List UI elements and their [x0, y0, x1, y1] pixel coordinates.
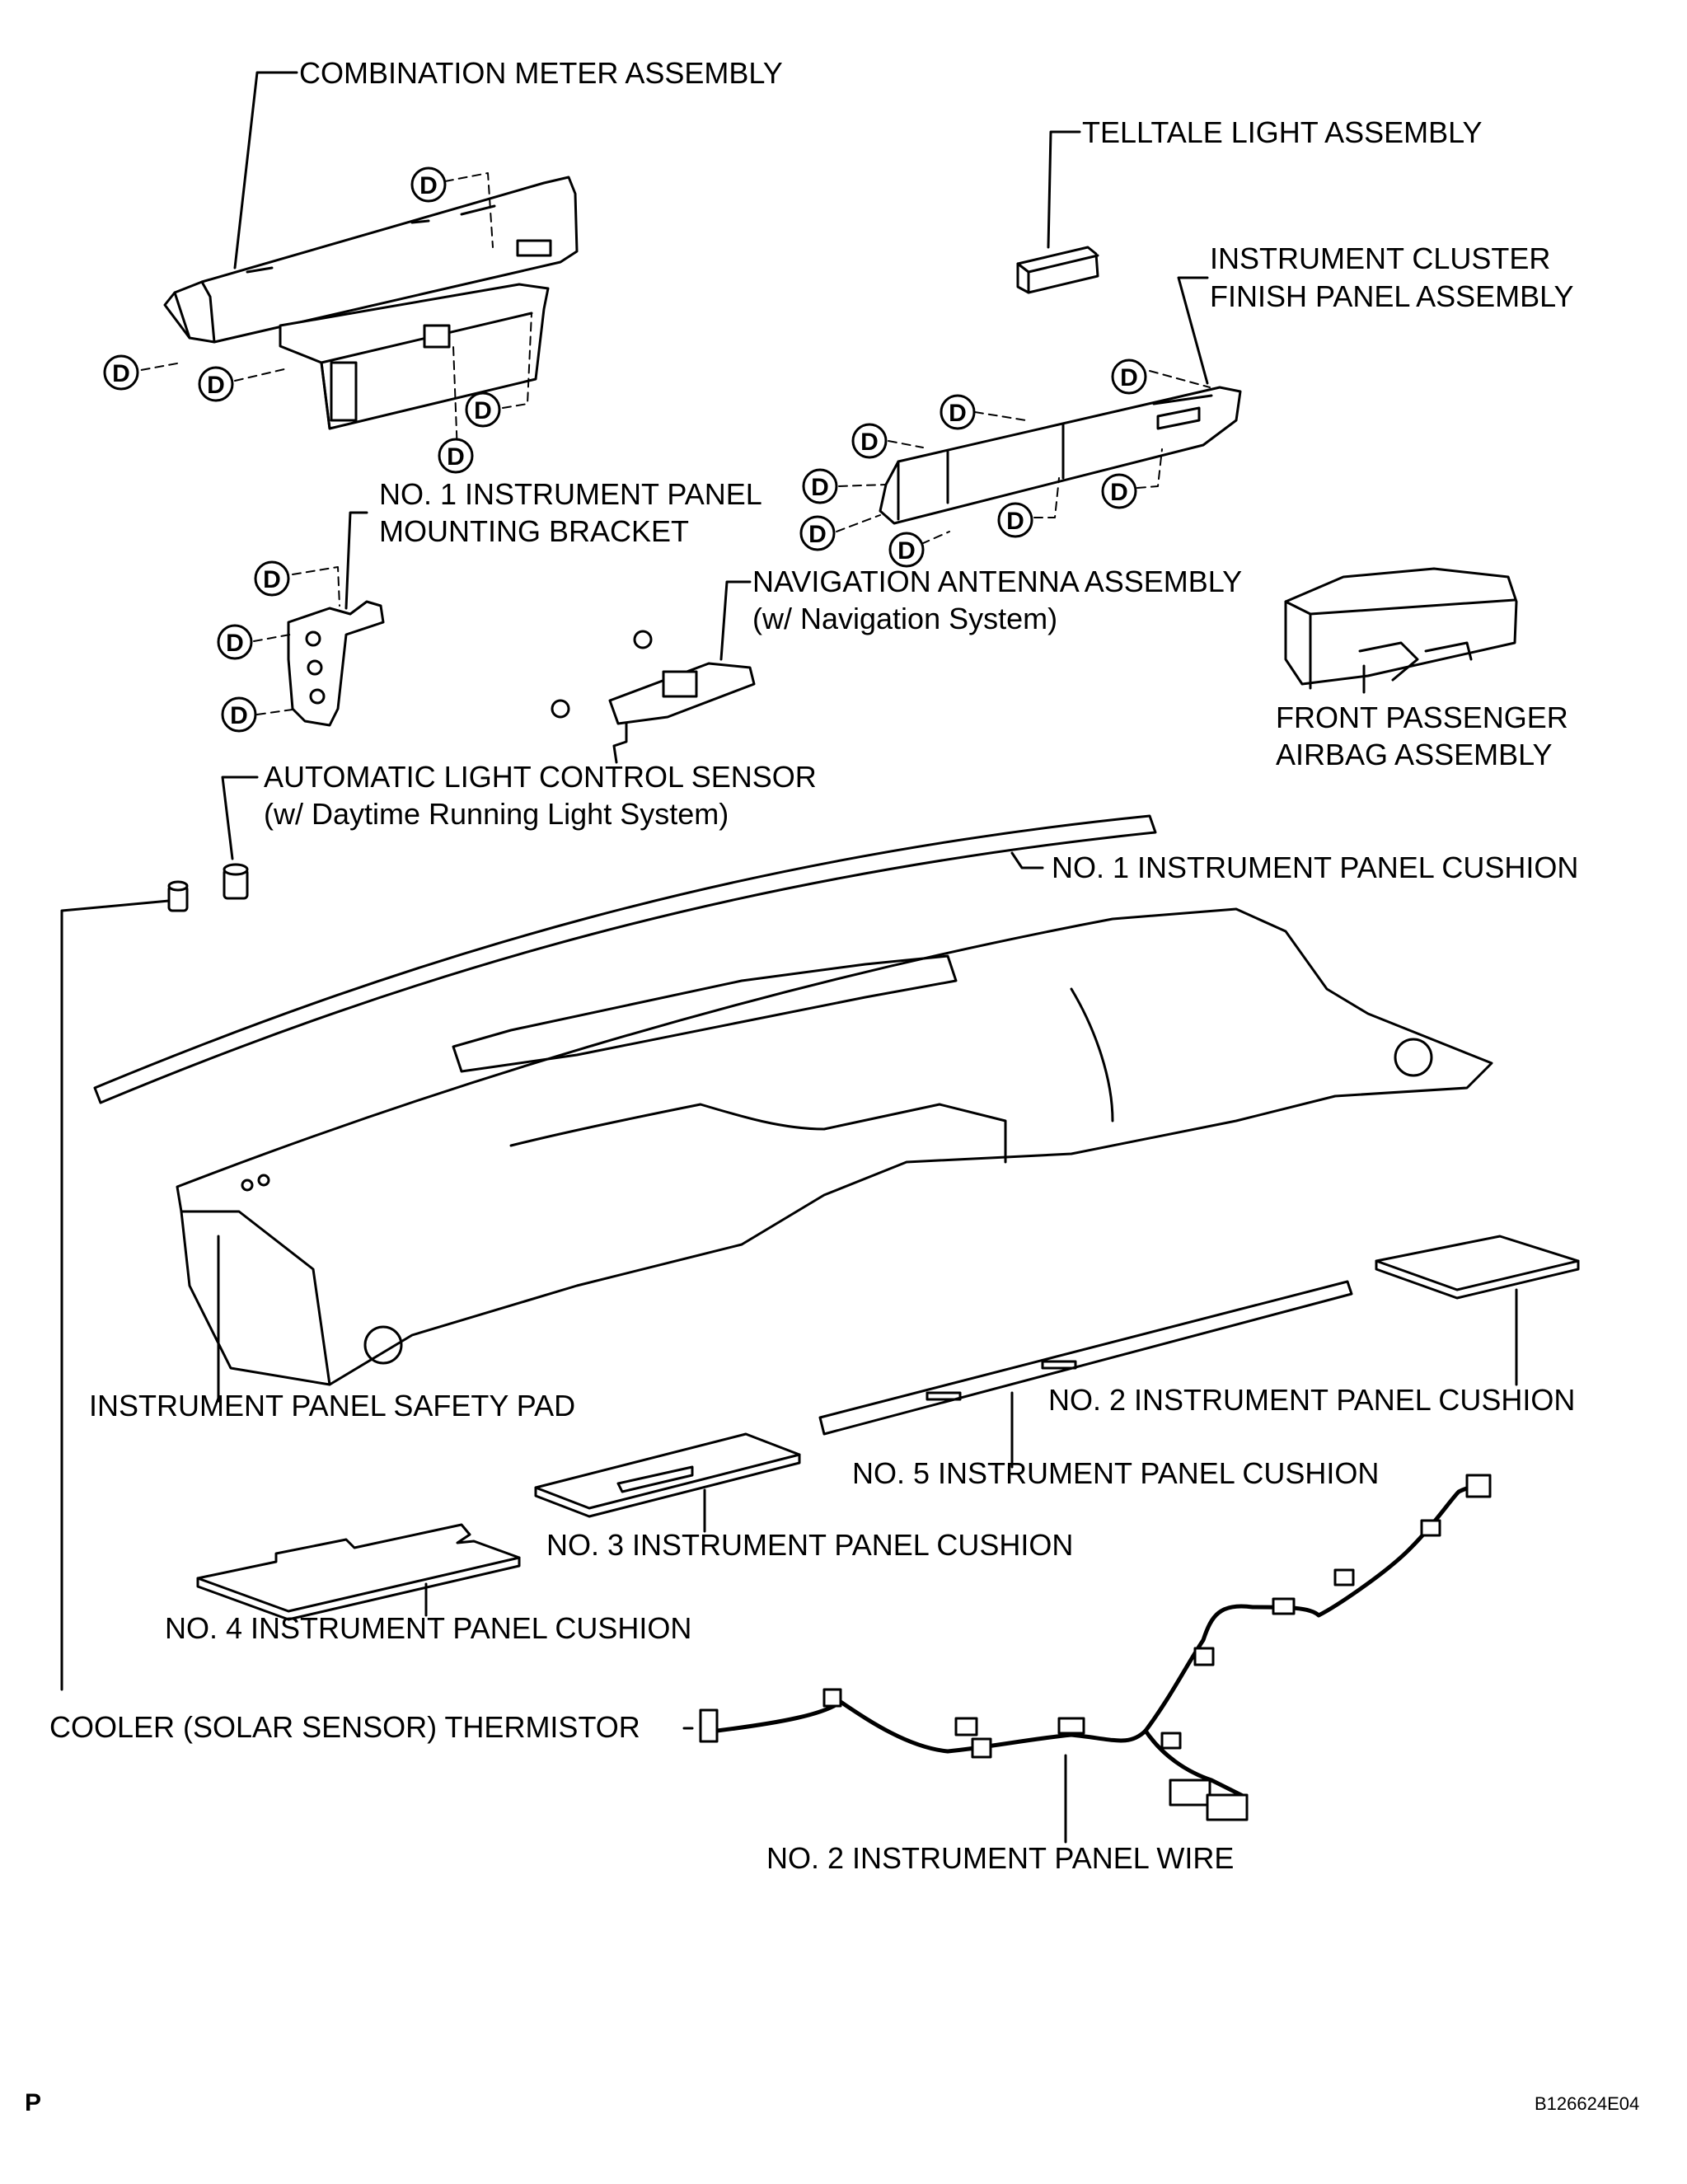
- clip-callout-9: D: [802, 468, 838, 504]
- label-no2-cushion: NO. 2 INSTRUMENT PANEL CUSHION: [1048, 1383, 1576, 1417]
- label-light-sensor-line1: AUTOMATIC LIGHT CONTROL SENSOR: [264, 760, 817, 794]
- clip-callout-12: D: [997, 502, 1033, 538]
- clip-callout-7: D: [940, 394, 976, 430]
- svg-text:D: D: [897, 537, 916, 565]
- svg-text:D: D: [1006, 508, 1024, 535]
- clip-guide-lines: [127, 172, 1211, 715]
- clip-callout-4: D: [465, 391, 501, 428]
- combination-meter-assembly-part: [163, 176, 579, 430]
- label-telltale-light: TELLTALE LIGHT ASSEMBLY: [1082, 115, 1483, 149]
- no5-cushion-part: [818, 1280, 1353, 1436]
- svg-text:D: D: [474, 397, 492, 424]
- clip-callout-2: D: [103, 354, 139, 391]
- svg-text:D: D: [226, 630, 244, 657]
- label-mounting-bracket-line1: NO. 1 INSTRUMENT PANEL: [379, 477, 762, 511]
- no4-cushion-part: [196, 1523, 521, 1621]
- svg-text:D: D: [1120, 364, 1138, 391]
- clip-callout-5: D: [438, 438, 474, 474]
- label-no3-cushion: NO. 3 INSTRUMENT PANEL CUSHION: [546, 1528, 1074, 1562]
- label-nav-antenna-line1: NAVIGATION ANTENNA ASSEMBLY: [752, 565, 1243, 598]
- clip-callout-8: D: [851, 423, 888, 459]
- safety-pad-part: [176, 907, 1493, 1386]
- label-cluster-finish-line2: FINISH PANEL ASSEMBLY: [1210, 279, 1574, 313]
- no2-cushion-part: [1375, 1235, 1580, 1300]
- label-safety-pad: INSTRUMENT PANEL SAFETY PAD: [89, 1389, 576, 1422]
- clip-callout-6: D: [1111, 359, 1147, 395]
- passenger-airbag-part: [1284, 567, 1518, 690]
- svg-text:D: D: [263, 566, 281, 593]
- light-sensor-part: [223, 863, 249, 900]
- clip-callout-11: D: [888, 532, 925, 568]
- svg-text:D: D: [447, 443, 465, 471]
- svg-text:D: D: [207, 372, 225, 399]
- clip-callout-16: D: [221, 696, 257, 733]
- label-passenger-airbag-line1: FRONT PASSENGER: [1276, 701, 1568, 734]
- label-passenger-airbag-line2: AIRBAG ASSEMBLY: [1276, 738, 1553, 771]
- label-no4-cushion: NO. 4 INSTRUMENT PANEL CUSHION: [165, 1611, 692, 1645]
- panel-wire-part: [699, 1474, 1492, 1821]
- label-cluster-finish-line1: INSTRUMENT CLUSTER: [1210, 241, 1551, 275]
- telltale-light-part: [1016, 246, 1099, 294]
- label-combination-meter: COMBINATION METER ASSEMBLY: [299, 56, 783, 90]
- mounting-bracket-part: [287, 600, 385, 727]
- leader-lines: [60, 71, 1518, 1844]
- label-no5-cushion: NO. 5 INSTRUMENT PANEL CUSHION: [852, 1456, 1380, 1490]
- label-thermistor: COOLER (SOLAR SENSOR) THERMISTOR: [49, 1710, 640, 1744]
- page-code: P: [25, 2089, 42, 2116]
- cluster-finish-panel-part: [879, 386, 1242, 525]
- clip-callout-3: D: [198, 366, 234, 402]
- figure-id: B126624E04: [1535, 2093, 1640, 2114]
- clip-callouts: D D D D D D D D D D D D D D D D: [103, 166, 1147, 733]
- svg-text:D: D: [808, 521, 827, 548]
- svg-text:D: D: [811, 474, 829, 501]
- label-nav-antenna-line2: (w/ Navigation System): [752, 602, 1058, 635]
- no1-cushion-part: [93, 814, 1157, 1104]
- svg-text:D: D: [949, 400, 967, 427]
- label-light-sensor-line2: (w/ Daytime Running Light System): [264, 797, 729, 831]
- svg-text:D: D: [419, 172, 438, 199]
- label-no1-cushion: NO. 1 INSTRUMENT PANEL CUSHION: [1052, 851, 1579, 884]
- label-panel-wire: NO. 2 INSTRUMENT PANEL WIRE: [766, 1841, 1235, 1875]
- clip-callout-15: D: [217, 624, 253, 660]
- svg-text:D: D: [860, 429, 879, 456]
- clip-callout-14: D: [254, 560, 290, 597]
- thermistor-part: [167, 880, 189, 912]
- svg-text:D: D: [112, 360, 130, 387]
- clip-callout-13: D: [1101, 473, 1137, 509]
- clip-callout-1: D: [410, 166, 447, 203]
- label-mounting-bracket-line2: MOUNTING BRACKET: [379, 514, 690, 548]
- no3-cushion-part: [534, 1432, 801, 1518]
- svg-text:D: D: [1110, 479, 1128, 506]
- navigation-antenna-part: [551, 630, 756, 764]
- svg-text:D: D: [230, 702, 248, 729]
- clip-callout-10: D: [799, 515, 836, 551]
